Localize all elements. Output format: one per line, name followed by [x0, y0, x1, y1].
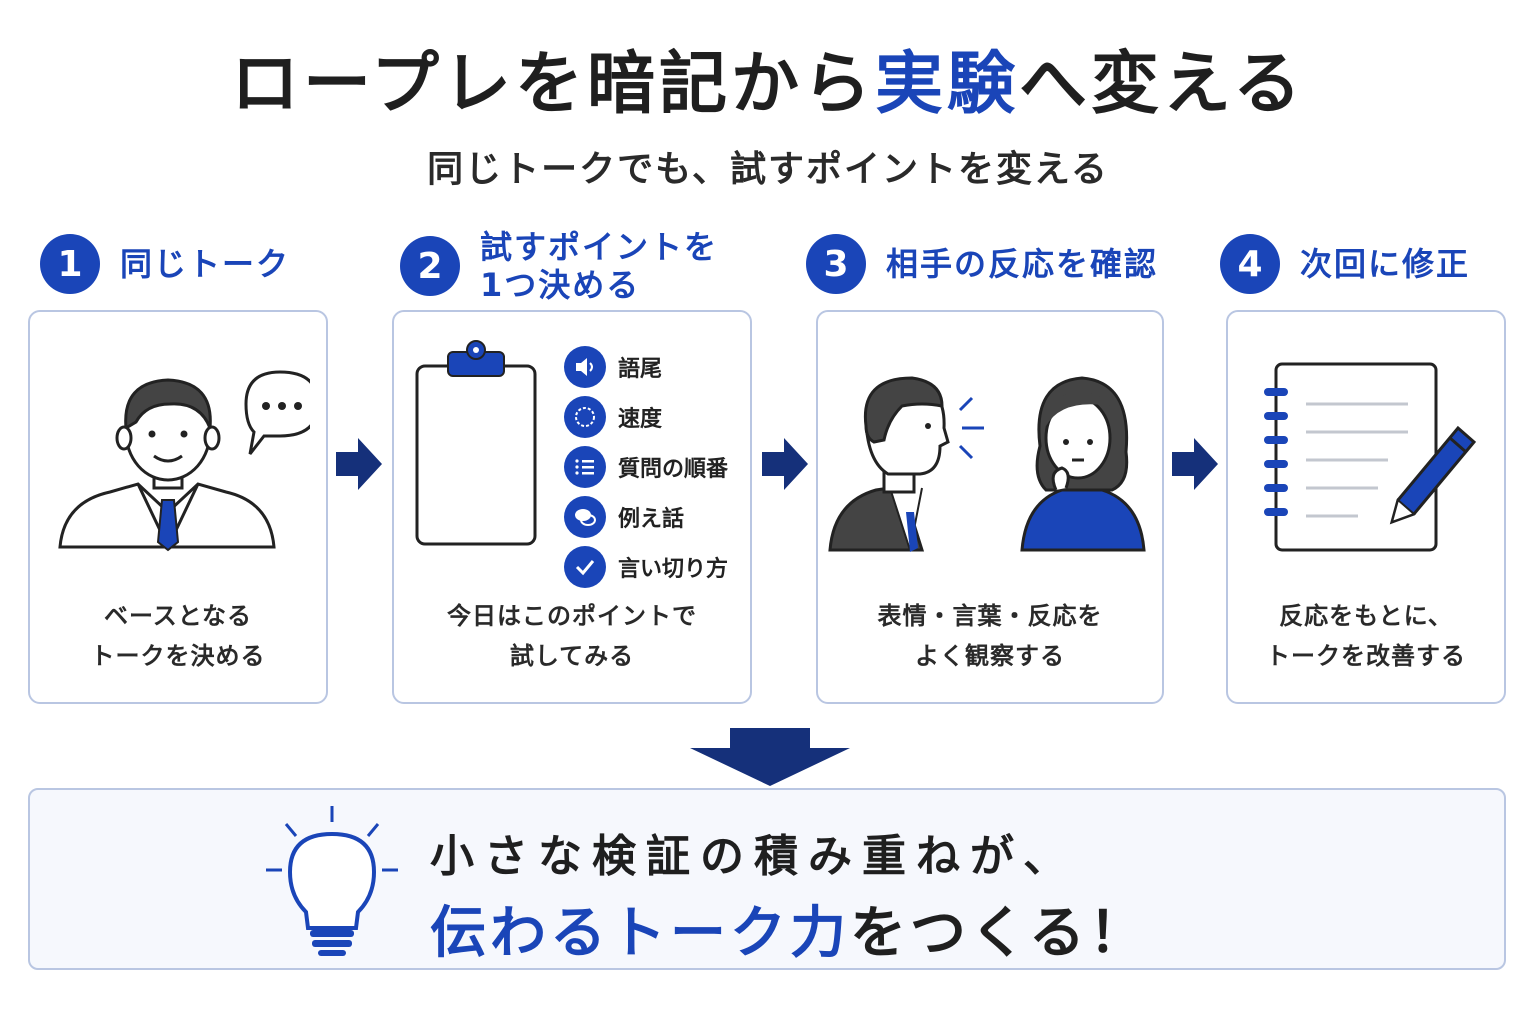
- businessman-speaking-icon: [58, 370, 310, 552]
- step-2-card: 語尾 速度 質問の順番 例え話 言い切り方 今日はこのポイントで 試: [392, 310, 752, 704]
- notebook-pencil-icon: [1264, 362, 1477, 552]
- test-point-item: 言い切り方: [564, 542, 728, 592]
- step-4-number: 4: [1220, 234, 1280, 294]
- conclusion-post: をつくる！: [850, 901, 1149, 966]
- conclusion-line-1: 小さな検証の積み重ねが、: [430, 831, 1078, 882]
- test-point-item: 質問の順番: [564, 442, 728, 492]
- title-post: へ変える: [1018, 45, 1305, 124]
- test-point-item: 語尾: [564, 342, 728, 392]
- step-3-label: 相手の反応を確認: [886, 245, 1159, 283]
- step-1-label: 同じトーク: [120, 245, 291, 283]
- step-1-card: ベースとなる トークを決める: [28, 310, 328, 704]
- test-point-list: 語尾 速度 質問の順番 例え話 言い切り方: [564, 342, 728, 592]
- conclusion-line-2: 伝わるトーク力をつくる！: [430, 888, 1149, 969]
- page-subtitle: 同じトークでも、試すポイントを変える: [427, 149, 1109, 190]
- arrow-down-icon: [690, 728, 850, 786]
- step-1-number: 1: [40, 234, 100, 294]
- step-1-description: ベースとなる トークを決める: [90, 602, 266, 670]
- test-point-label: 語尾: [618, 357, 663, 382]
- test-point-label: 速度: [618, 407, 663, 432]
- arrow-right-icon: [336, 438, 382, 490]
- test-point-item: 速度: [564, 392, 728, 442]
- clipboard-icon: [415, 340, 537, 546]
- step-2-number: 2: [400, 236, 460, 296]
- step-4-card: 反応をもとに、 トークを改善する: [1226, 310, 1506, 704]
- speaker-icon: [564, 346, 606, 388]
- step-3-card: 表情・言葉・反応を よく観察する: [816, 310, 1164, 704]
- conclusion-box: 小さな検証の積み重ねが、 伝わるトーク力をつくる！: [28, 788, 1506, 970]
- step-2-header: 2 試すポイントを 1つ決める: [400, 228, 718, 304]
- step-3-header: 3 相手の反応を確認: [806, 234, 1158, 294]
- step-4-label: 次回に修正: [1300, 245, 1471, 283]
- step-3-number: 3: [806, 234, 866, 294]
- page-title: ロープレを暗記から実験へ変える: [0, 28, 1536, 127]
- step-1-header: 1 同じトーク: [40, 234, 290, 294]
- step-2-label: 試すポイントを 1つ決める: [480, 228, 719, 304]
- title-accent: 実験: [874, 45, 1019, 124]
- check-icon: [564, 546, 606, 588]
- conclusion-accent: 伝わるトーク力: [430, 901, 850, 966]
- test-point-label: 例え話: [618, 507, 685, 532]
- arrow-right-icon: [762, 438, 808, 490]
- chat-bubbles-icon: [564, 496, 606, 538]
- speed-dial-icon: [564, 396, 606, 438]
- numbered-list-icon: [564, 446, 606, 488]
- test-point-item: 例え話: [564, 492, 728, 542]
- step-4-header: 4 次回に修正: [1220, 234, 1470, 294]
- arrow-right-icon: [1172, 438, 1218, 490]
- step-4-description: 反応をもとに、 トークを改善する: [1266, 602, 1466, 670]
- title-pre: ロープレを暗記から: [231, 45, 875, 124]
- test-point-label: 言い切り方: [618, 557, 729, 582]
- step-2-description: 今日はこのポイントで 試してみる: [447, 602, 697, 670]
- conversation-reaction-icon: [828, 376, 1146, 552]
- test-point-label: 質問の順番: [618, 457, 729, 482]
- step-3-description: 表情・言葉・反応を よく観察する: [877, 602, 1103, 670]
- lightbulb-icon: [266, 806, 398, 956]
